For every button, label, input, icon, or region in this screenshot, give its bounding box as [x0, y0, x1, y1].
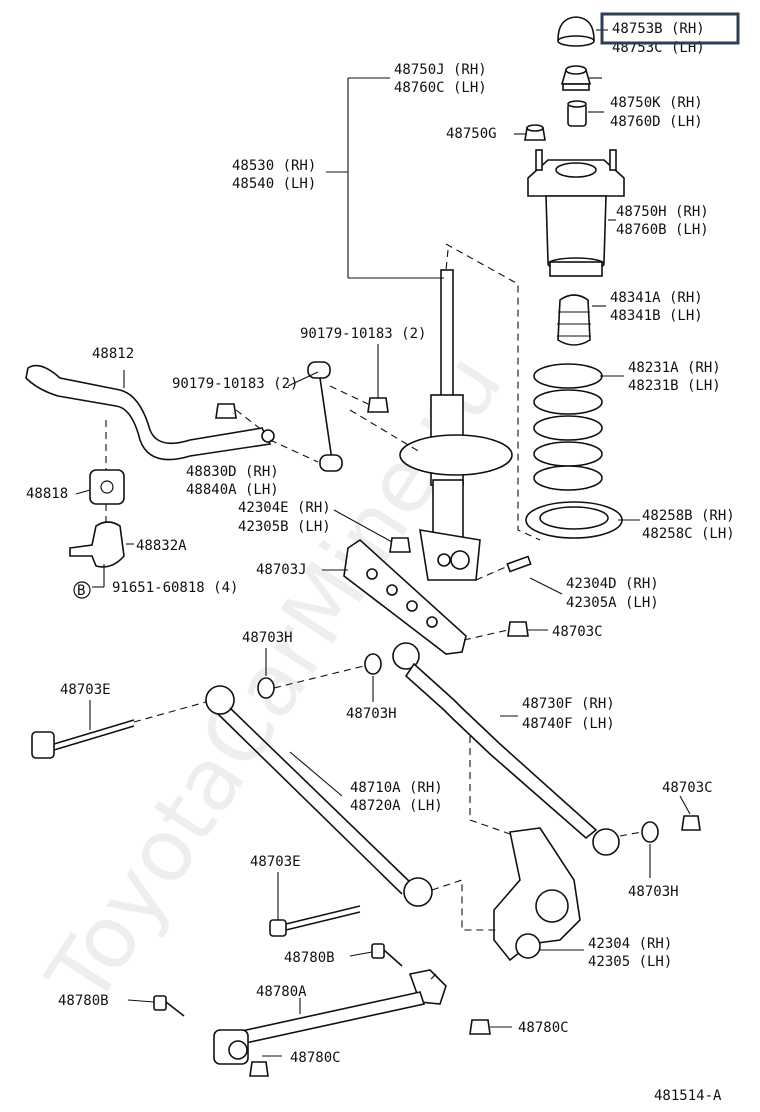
washer-upper[interactable] [257, 677, 275, 699]
link-nut-upper[interactable] [367, 397, 389, 413]
lower-arm-no2[interactable] [392, 642, 620, 856]
arm-bracket-plate[interactable] [343, 538, 467, 655]
label-48703h-right[interactable]: 48703H [628, 884, 679, 900]
label-48832a[interactable]: 48832A [136, 538, 187, 554]
knuckle-bolt[interactable] [506, 555, 532, 573]
label-48840a[interactable]: 48840A (LH) [186, 482, 279, 498]
label-48703e-left[interactable]: 48703E [60, 682, 111, 698]
dashed-assembly-lines [105, 243, 643, 981]
label-48753b[interactable]: 48753B (RH) [612, 21, 705, 37]
arm-bolt-left[interactable] [31, 719, 135, 759]
label-48750j[interactable]: 48750J (RH) [394, 62, 487, 78]
link-nut-left[interactable] [215, 403, 237, 419]
washer-middle[interactable] [364, 653, 382, 675]
label-42305b[interactable]: 42305B (LH) [238, 519, 331, 535]
lower-arm-no1[interactable] [205, 685, 433, 907]
label-90179-lower[interactable]: 90179-10183 (2) [172, 376, 298, 392]
label-48750g[interactable]: 48750G [446, 126, 497, 142]
label-48540[interactable]: 48540 (LH) [232, 176, 316, 192]
shock-absorber[interactable] [399, 269, 513, 581]
label-48830d[interactable]: 48830D (RH) [186, 464, 279, 480]
label-48750h[interactable]: 48750H (RH) [616, 204, 709, 220]
bound-stopper[interactable] [557, 294, 591, 346]
label-48760c[interactable]: 48760C (LH) [394, 80, 487, 96]
strut-nut[interactable] [560, 65, 592, 91]
washer-right[interactable] [641, 821, 659, 843]
arm-nut-right[interactable] [681, 815, 701, 831]
label-48703h-mid[interactable]: 48703H [346, 706, 397, 722]
label-48780b-left[interactable]: 48780B [58, 993, 109, 1009]
label-42304d[interactable]: 42304D (RH) [566, 576, 659, 592]
selected-part-highlight [600, 12, 740, 45]
strut-rod[interactable] [213, 969, 447, 1065]
coil-spring[interactable] [533, 363, 603, 491]
part-labels: 48753B (RH) 48753C (LH) 48750J (RH) 4876… [26, 21, 735, 1104]
spring-insulator[interactable] [525, 501, 623, 539]
strut-rod-nut-right[interactable] [469, 1019, 491, 1035]
bolt-callout-letter: B [77, 583, 85, 599]
label-48341b[interactable]: 48341B (LH) [610, 308, 703, 324]
stabilizer-bar[interactable] [25, 364, 275, 461]
label-48760d[interactable]: 48760D (LH) [610, 114, 703, 130]
label-48818[interactable]: 48818 [26, 486, 68, 502]
diagram-id: 481514-A [654, 1088, 722, 1104]
label-48812[interactable]: 48812 [92, 346, 134, 362]
label-48258b[interactable]: 48258B (RH) [642, 508, 735, 524]
knuckle-nut[interactable] [389, 537, 411, 553]
label-48740f[interactable]: 48740F (LH) [522, 716, 615, 732]
stabilizer-link[interactable] [307, 361, 343, 472]
label-48258c[interactable]: 48258C (LH) [642, 526, 735, 542]
label-42304e[interactable]: 42304E (RH) [238, 500, 331, 516]
arm-nut-top[interactable] [507, 621, 529, 637]
label-48710a[interactable]: 48710A (RH) [350, 780, 443, 796]
label-48780a[interactable]: 48780A [256, 984, 307, 1000]
label-48720a[interactable]: 48720A (LH) [350, 798, 443, 814]
bolt-callout-circle [73, 581, 91, 599]
label-48760b[interactable]: 48760B (LH) [616, 222, 709, 238]
support-nut[interactable] [524, 124, 546, 141]
strut-cap[interactable] [557, 16, 595, 47]
label-48703h-top[interactable]: 48703H [242, 630, 293, 646]
rear-axle-carrier[interactable] [493, 827, 581, 962]
label-48780c-right[interactable]: 48780C [518, 1020, 569, 1036]
label-90179-upper[interactable]: 90179-10183 (2) [300, 326, 426, 342]
label-42305a[interactable]: 42305A (LH) [566, 595, 659, 611]
label-48703e-low[interactable]: 48703E [250, 854, 301, 870]
stabilizer-bracket[interactable] [69, 521, 125, 568]
stabilizer-bushing[interactable] [89, 469, 125, 505]
leader-lines [75, 29, 691, 1057]
label-48231a[interactable]: 48231A (RH) [628, 360, 721, 376]
label-91651[interactable]: 91651-60818 (4) [112, 580, 238, 596]
label-48703c-top[interactable]: 48703C [552, 624, 603, 640]
label-48780b-mid[interactable]: 48780B [284, 950, 335, 966]
label-42305[interactable]: 42305 (LH) [588, 954, 672, 970]
label-48341a[interactable]: 48341A (RH) [610, 290, 703, 306]
upper-bushing[interactable] [567, 100, 587, 127]
label-48530[interactable]: 48530 (RH) [232, 158, 316, 174]
label-48780c-low[interactable]: 48780C [290, 1050, 341, 1066]
strut-rod-nut-low[interactable] [249, 1061, 269, 1077]
label-48703c-right[interactable]: 48703C [662, 780, 713, 796]
label-48730f[interactable]: 48730F (RH) [522, 696, 615, 712]
strut-rod-bolt-mid[interactable] [371, 943, 403, 967]
label-48750k[interactable]: 48750K (RH) [610, 95, 703, 111]
suspension-support[interactable] [527, 149, 625, 277]
arm-bolt-lower[interactable] [269, 905, 361, 937]
label-48231b[interactable]: 48231B (LH) [628, 378, 721, 394]
strut-rod-bolt-left[interactable] [153, 995, 185, 1017]
label-48703j[interactable]: 48703J [256, 562, 307, 578]
label-42304[interactable]: 42304 (RH) [588, 936, 672, 952]
